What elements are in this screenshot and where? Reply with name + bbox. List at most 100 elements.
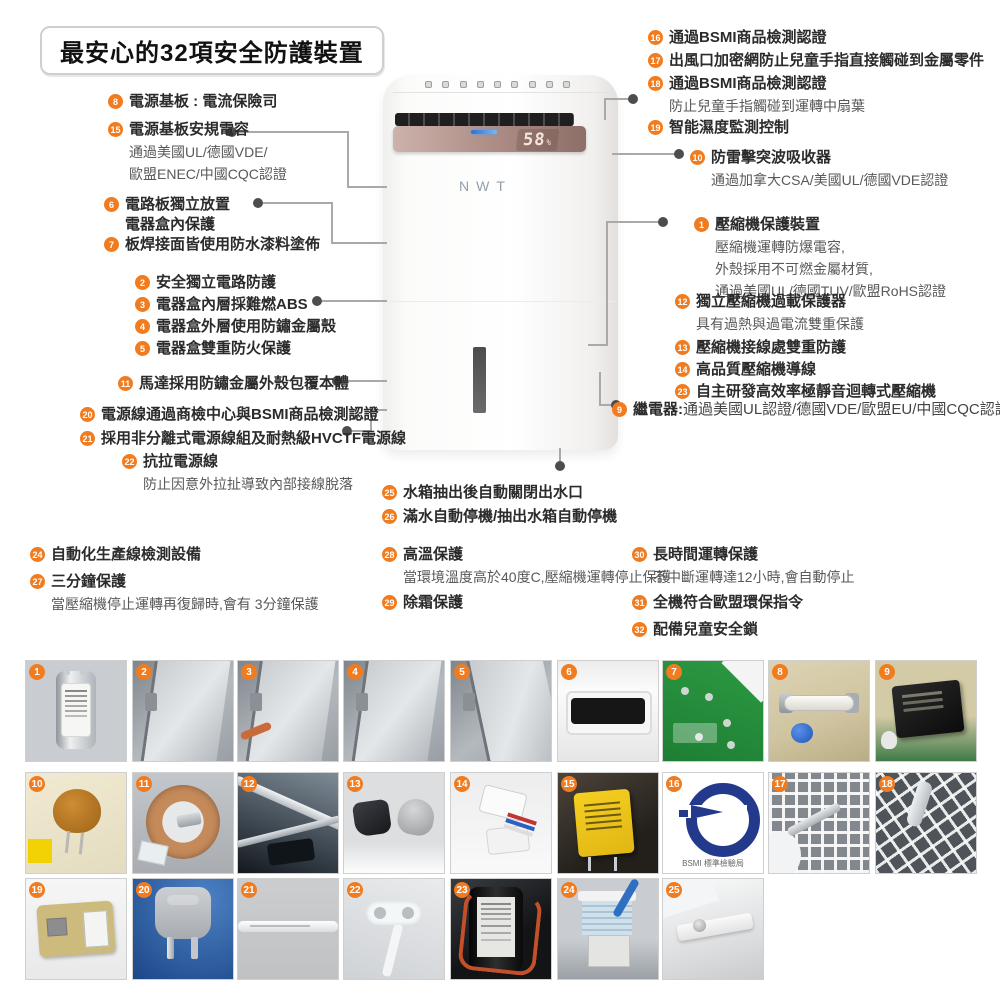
callout-title: 電器盒外層使用防鏽金屬殼 <box>156 318 337 335</box>
photo-number-badge: 11 <box>136 776 152 792</box>
callout-title: 繼電器:通過美國UL認證/德國VDE/歐盟EU/中國CQC認證 <box>633 400 1000 420</box>
leader-dot <box>312 296 322 306</box>
photo-shape <box>53 789 101 833</box>
callout-title: 配備兒童安全鎖 <box>653 621 759 638</box>
callout-title: 壓縮機保護裝置 <box>715 216 821 233</box>
photo-shape <box>469 661 551 761</box>
page-title: 最安心的32項安全防護裝置 <box>60 40 364 67</box>
callout-number-badge: 7 <box>104 237 119 252</box>
callout-number-badge: 2 <box>135 275 150 290</box>
callout-number-badge: 3 <box>135 297 150 312</box>
callout-number-badge: 1 <box>694 217 709 232</box>
leader-dot <box>227 127 237 137</box>
callout-desc: 壓縮機運轉防爆電容, <box>715 239 845 255</box>
gallery-photo-3: 3 <box>237 660 339 762</box>
gallery-photo-5: 5 <box>450 660 552 762</box>
display-band: 58% <box>393 126 586 152</box>
water-level-window <box>473 347 486 413</box>
photo-shape <box>588 857 591 871</box>
photo-number-badge: 9 <box>879 664 895 680</box>
gallery-photo-12: 12 <box>237 772 339 874</box>
control-buttons-row <box>425 79 570 89</box>
photo-number-badge: 16 <box>666 776 682 792</box>
control-button-icon <box>494 80 501 88</box>
callout-23: 23 自主研發高效率極靜音迴轉式壓縮機 <box>675 382 936 402</box>
leader-line <box>370 409 387 411</box>
photo-shape <box>769 831 801 873</box>
leader-dot <box>674 149 684 159</box>
photo-number-badge: 14 <box>454 776 470 792</box>
gallery-photo-20: 20 <box>132 878 234 980</box>
callout-title: 高溫保護 <box>403 546 464 563</box>
photo-shape <box>266 837 316 867</box>
photo-shape <box>351 798 393 838</box>
photo-shape <box>588 935 630 967</box>
callout-desc: 外殼採用不可燃金屬材質, <box>715 261 873 277</box>
photo-shape <box>142 661 232 761</box>
leader-line <box>599 404 613 406</box>
callout-title: 板焊接面皆使用防水漆料塗佈 <box>125 236 321 253</box>
photo-shape <box>786 801 842 838</box>
leader-line <box>599 372 601 406</box>
cord-clamp-photo <box>344 879 444 979</box>
brand-logo: NWT <box>459 178 512 194</box>
callout-desc: 通過美國UL/德國TUV/歐盟RoHS認證 <box>715 283 947 299</box>
bsmi-logo-icon <box>686 783 760 857</box>
photo-shape <box>395 796 437 838</box>
photo-number-badge: 2 <box>136 664 152 680</box>
callout-3: 3 電器盒內層採難燃ABS <box>135 295 308 315</box>
control-button-icon <box>442 80 450 88</box>
callout-number-badge: 17 <box>648 53 663 68</box>
leader-dot <box>332 376 342 386</box>
photo-shape <box>691 805 723 819</box>
callout-32: 32 配備兒童安全鎖 <box>632 620 758 640</box>
callout-title: 電器盒內層採難燃ABS <box>156 296 308 313</box>
callout-number-badge: 22 <box>122 454 137 469</box>
photo-shape <box>791 723 813 743</box>
photo-number-badge: 20 <box>136 882 152 898</box>
callout-number-badge: 27 <box>30 574 45 589</box>
control-button-icon <box>459 80 467 88</box>
callout-number-badge: 10 <box>690 150 705 165</box>
control-button-icon <box>425 80 432 88</box>
callout-number-badge: 16 <box>648 30 663 45</box>
photo-shape <box>481 903 511 905</box>
gallery-photo-15: 15 <box>557 772 659 874</box>
callout-title: 滿水自動停機/抽出水箱自動停機 <box>403 508 618 525</box>
leader-line <box>606 221 608 346</box>
callout-1: 1 壓縮機保護裝置 壓縮機運轉防爆電容, 外殼採用不可燃金屬材質, 通過美國UL… <box>694 215 946 301</box>
callout-title: 獨立壓縮機過載保護器 <box>696 293 847 310</box>
callout-12: 12 獨立壓縮機過載保護器 具有過熱與過電流雙重保護 <box>675 292 864 334</box>
leader-line <box>352 430 372 432</box>
callout-27: 27 三分鐘保護 當壓縮機停止運轉再復歸時,會有 3分鐘保護 <box>30 572 319 614</box>
photo-shape <box>381 922 404 978</box>
callout-5: 5 電器盒雙重防火保護 <box>135 339 291 359</box>
photo-shape <box>721 661 763 703</box>
photo-shape <box>457 889 543 977</box>
callout-number-badge: 19 <box>648 120 663 135</box>
callout-18: 18 通過BSMI商品檢測認證 防止兒童手指觸碰到運轉中扇葉 <box>648 74 865 116</box>
leader-line <box>331 242 387 244</box>
callout-7: 7 板焊接面皆使用防水漆料塗佈 <box>104 235 320 255</box>
leader-line <box>370 409 372 432</box>
leader-line <box>612 153 675 155</box>
callout-title: 出風口加密網防止兒童手指直接觸碰到金屬零件 <box>669 52 985 69</box>
callout-desc: 歐盟ENEC/中國CQC認證 <box>129 166 287 182</box>
leader-line <box>604 98 606 120</box>
gallery-photo-8: 8 <box>768 660 870 762</box>
callout-title: 三分鐘保護 <box>51 573 127 590</box>
compressor-photo <box>451 879 551 979</box>
photo-shape <box>28 839 52 863</box>
leader-line <box>342 380 387 382</box>
callout-number-badge: 20 <box>80 407 95 422</box>
callout-title: 電源基板 : 電流保險司 <box>129 93 278 110</box>
gallery-photo-1: 1 <box>25 660 127 762</box>
callout-15: 15 電源基板安規電容 通過美國UL/德國VDE/ 歐盟ENEC/中國CQC認證 <box>108 120 287 184</box>
photo-shape <box>784 695 854 711</box>
photo-shape <box>167 895 199 905</box>
callout-14: 14 高品質壓縮機導線 <box>675 360 816 380</box>
leader-line <box>347 186 387 188</box>
callout-title: 電器盒雙重防火保護 <box>156 340 292 357</box>
control-button-icon <box>545 80 553 88</box>
